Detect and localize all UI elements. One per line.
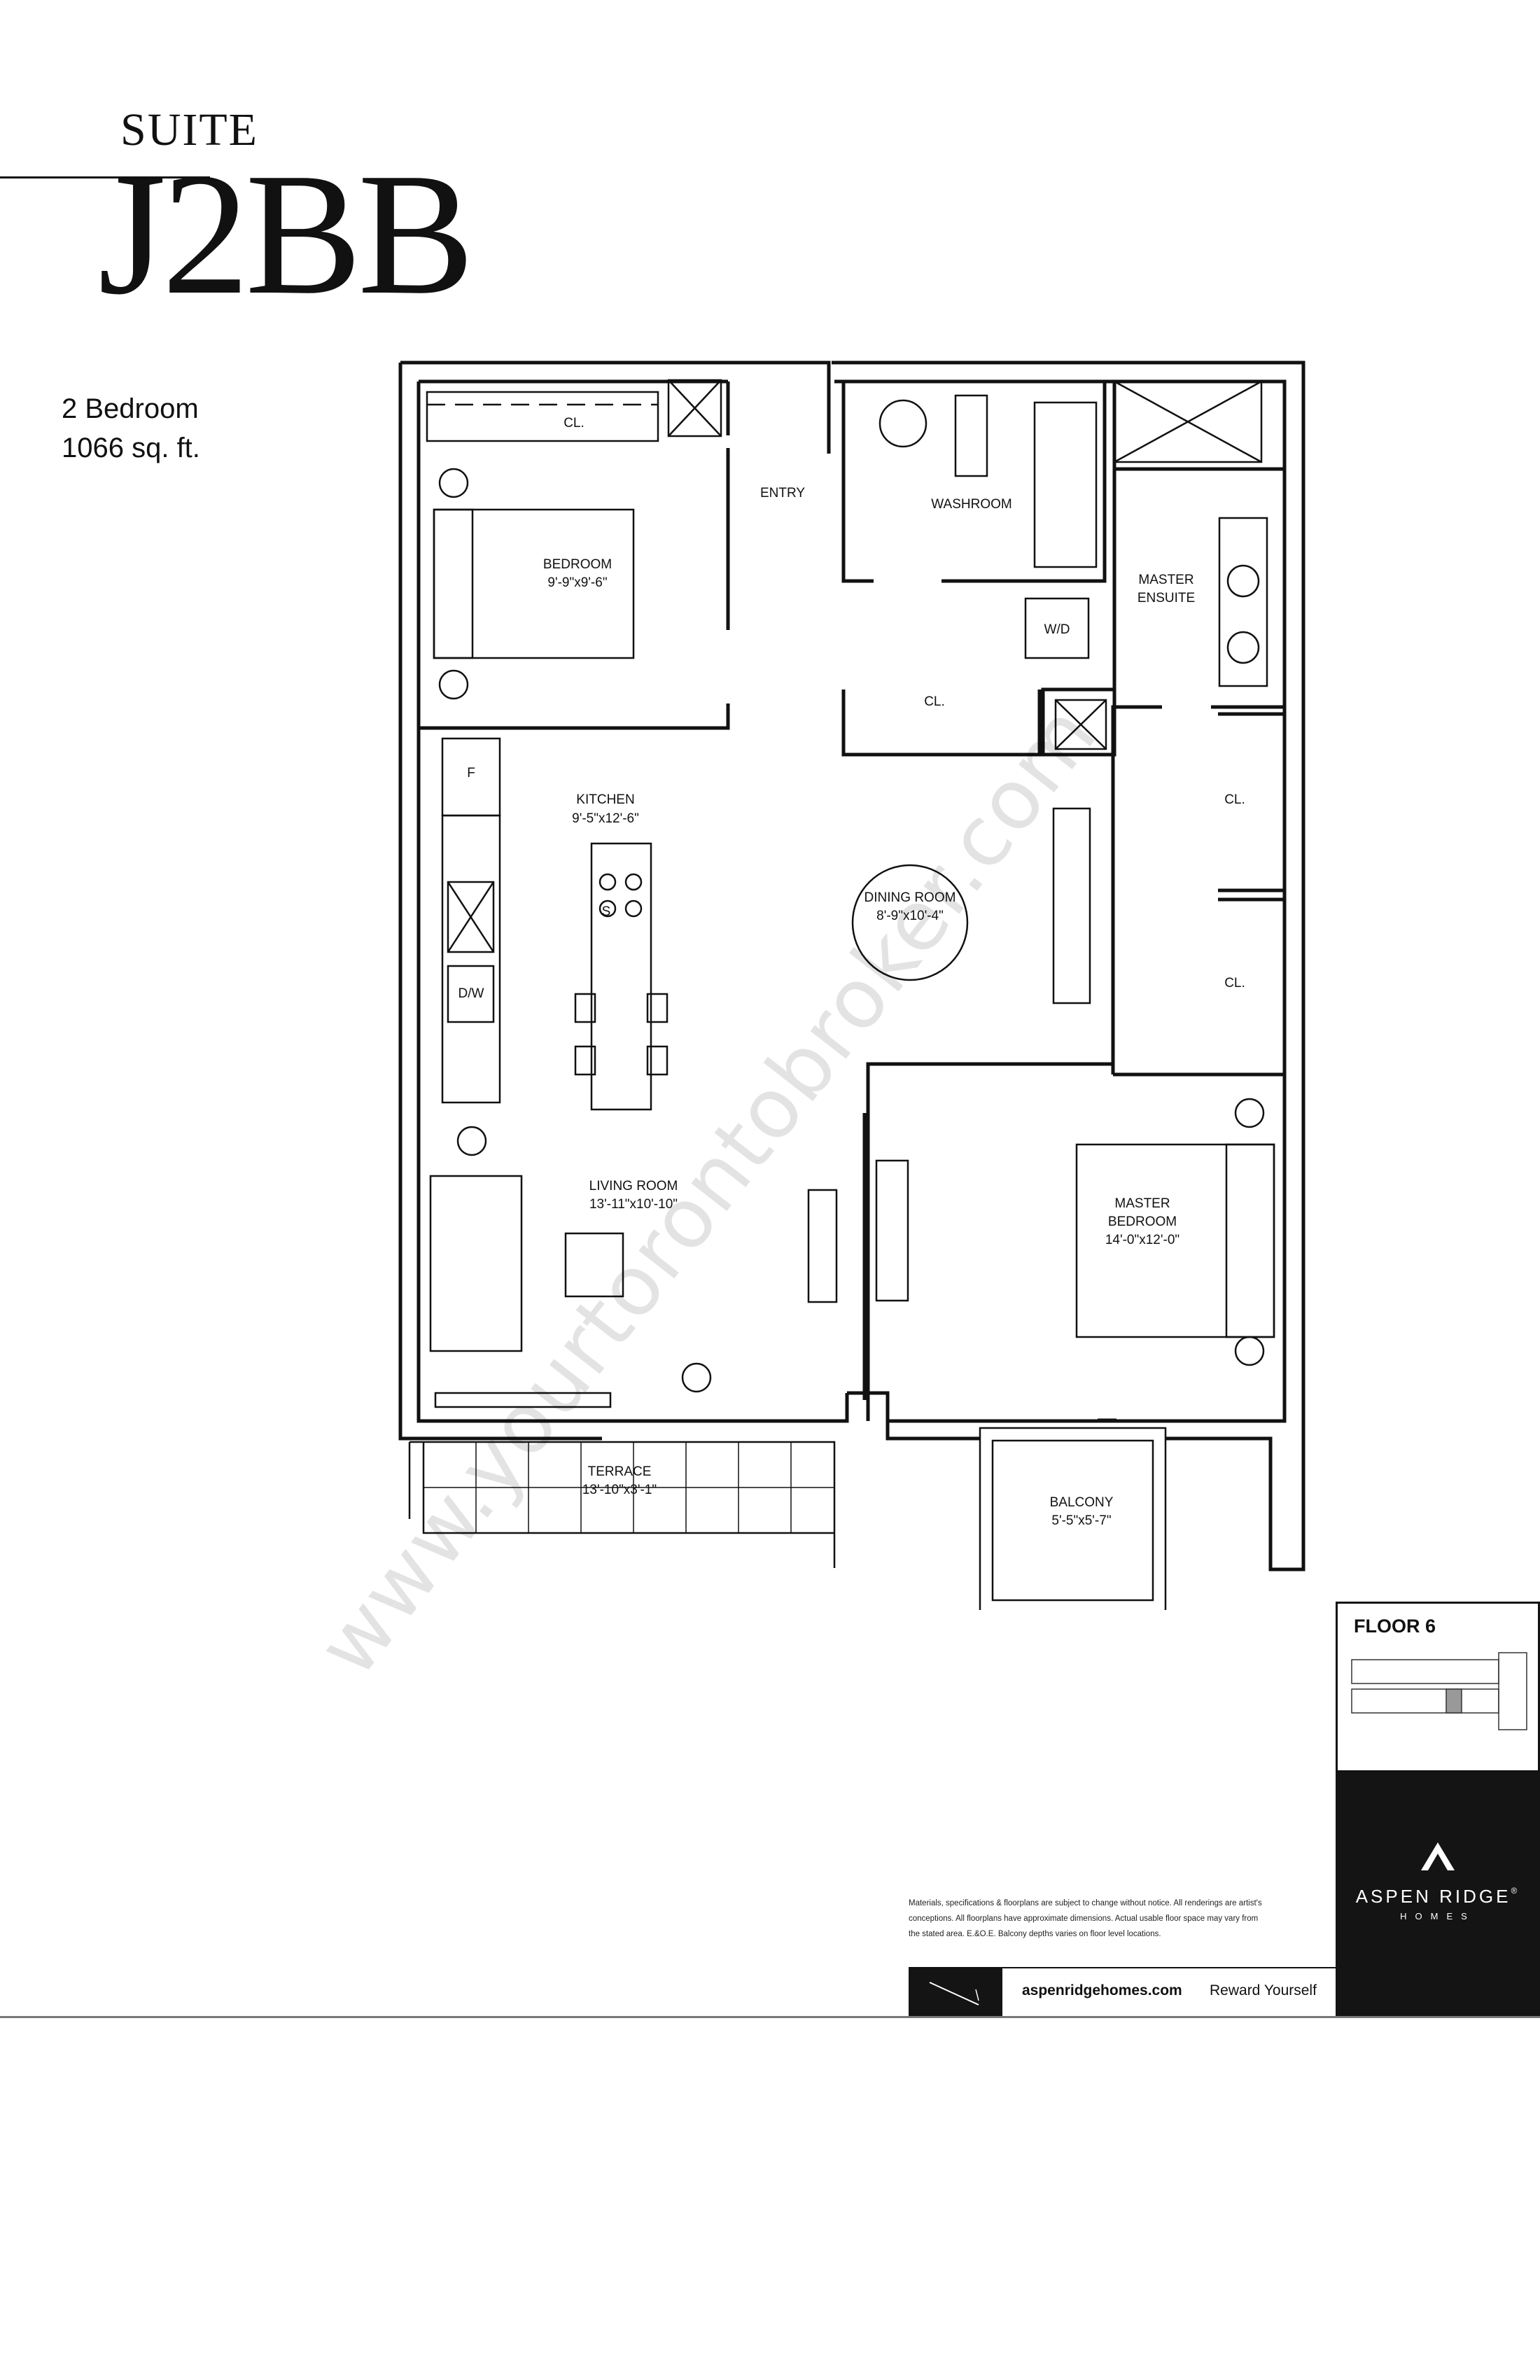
master-closet-label: CL. (1224, 976, 1245, 990)
footer-tagline: Reward Yourself (1210, 1982, 1317, 1998)
terrace-name: TERRACE (588, 1464, 652, 1479)
bedroom-size: 9'-9"x9'-6" (547, 575, 607, 590)
title-rule (0, 176, 210, 178)
master-bedroom-name1: MASTER (1114, 1196, 1170, 1211)
master-bedroom-size: 14'-0"x12'-0" (1105, 1233, 1180, 1247)
footer-logo (909, 1968, 1002, 2016)
bottom-rule (0, 2016, 1540, 2018)
room-labels: CL. BEDROOM 9'-9"x9'-6" ENTRY WASHROOM M… (458, 416, 1245, 1528)
entry-label: ENTRY (760, 486, 805, 500)
brand-box (1336, 1772, 1540, 2016)
suite-area: 1066 sq. ft. (62, 433, 200, 463)
kitchen-name: KITCHEN (576, 792, 634, 807)
floor-plan: CL. BEDROOM 9'-9"x9'-6" ENTRY WASHROOM M… (398, 360, 1306, 1610)
fixtures (408, 379, 1275, 1610)
fridge-label: F (467, 766, 475, 780)
disclaimer-line: the stated area. E.&O.E. Balcony depths … (909, 1930, 1161, 1938)
svg-text:CL.: CL. (564, 416, 584, 430)
suite-label: SUITE (120, 104, 258, 155)
stove-label: S (602, 904, 611, 919)
keyplan-thumbnail (1351, 1652, 1527, 1730)
ensuite-name1: MASTER (1138, 573, 1194, 587)
floor-label: FLOOR 6 (1354, 1616, 1436, 1637)
brand-name: ASPEN RIDGE® (1355, 1886, 1520, 1907)
disclaimer-line: Materials, specifications & floorplans a… (909, 1899, 1262, 1907)
living-size: 13'-11"x10'-10" (589, 1197, 678, 1212)
balcony-size: 5'-5"x5'-7" (1051, 1513, 1111, 1528)
living-name: LIVING ROOM (589, 1179, 678, 1194)
hall-closet-label: CL. (924, 694, 945, 709)
bedroom-name: BEDROOM (543, 557, 612, 572)
closet-label: CL. (564, 416, 584, 430)
brand-trademark: ® (1511, 1886, 1520, 1896)
suite-type: 2 Bedroom (62, 393, 199, 424)
dishwasher-label: D/W (458, 986, 484, 1001)
suite-code: J2BB (98, 137, 475, 331)
terrace-size: 13'-10"x3'-1" (582, 1483, 657, 1497)
ensuite-closet-label: CL. (1224, 792, 1245, 807)
keyplan-box (1336, 1602, 1540, 1772)
dining-name: DINING ROOM (864, 890, 956, 905)
brand-logo-icon (1421, 1842, 1455, 1870)
footer-url-link[interactable]: aspenridgehomes.com (1022, 1982, 1182, 1998)
disclaimer: Materials, specifications & floorplans a… (909, 1896, 1323, 1942)
disclaimer-line: conceptions. All floorplans have approxi… (909, 1914, 1259, 1923)
master-bedroom-name2: BEDROOM (1108, 1214, 1177, 1229)
washroom-name: WASHROOM (931, 497, 1011, 512)
dining-size: 8'-9"x10'-4" (876, 909, 944, 923)
footer-strip (909, 1967, 1336, 2017)
ensuite-name2: ENSUITE (1138, 591, 1195, 606)
wd-label: W/D (1044, 622, 1070, 637)
kitchen-size: 9'-5"x12'-6" (572, 811, 639, 826)
footer-logo-icon (929, 1982, 979, 2005)
balcony-name: BALCONY (1050, 1495, 1114, 1510)
brand-sub: HOMES (1400, 1911, 1476, 1921)
walls (398, 360, 1306, 1572)
